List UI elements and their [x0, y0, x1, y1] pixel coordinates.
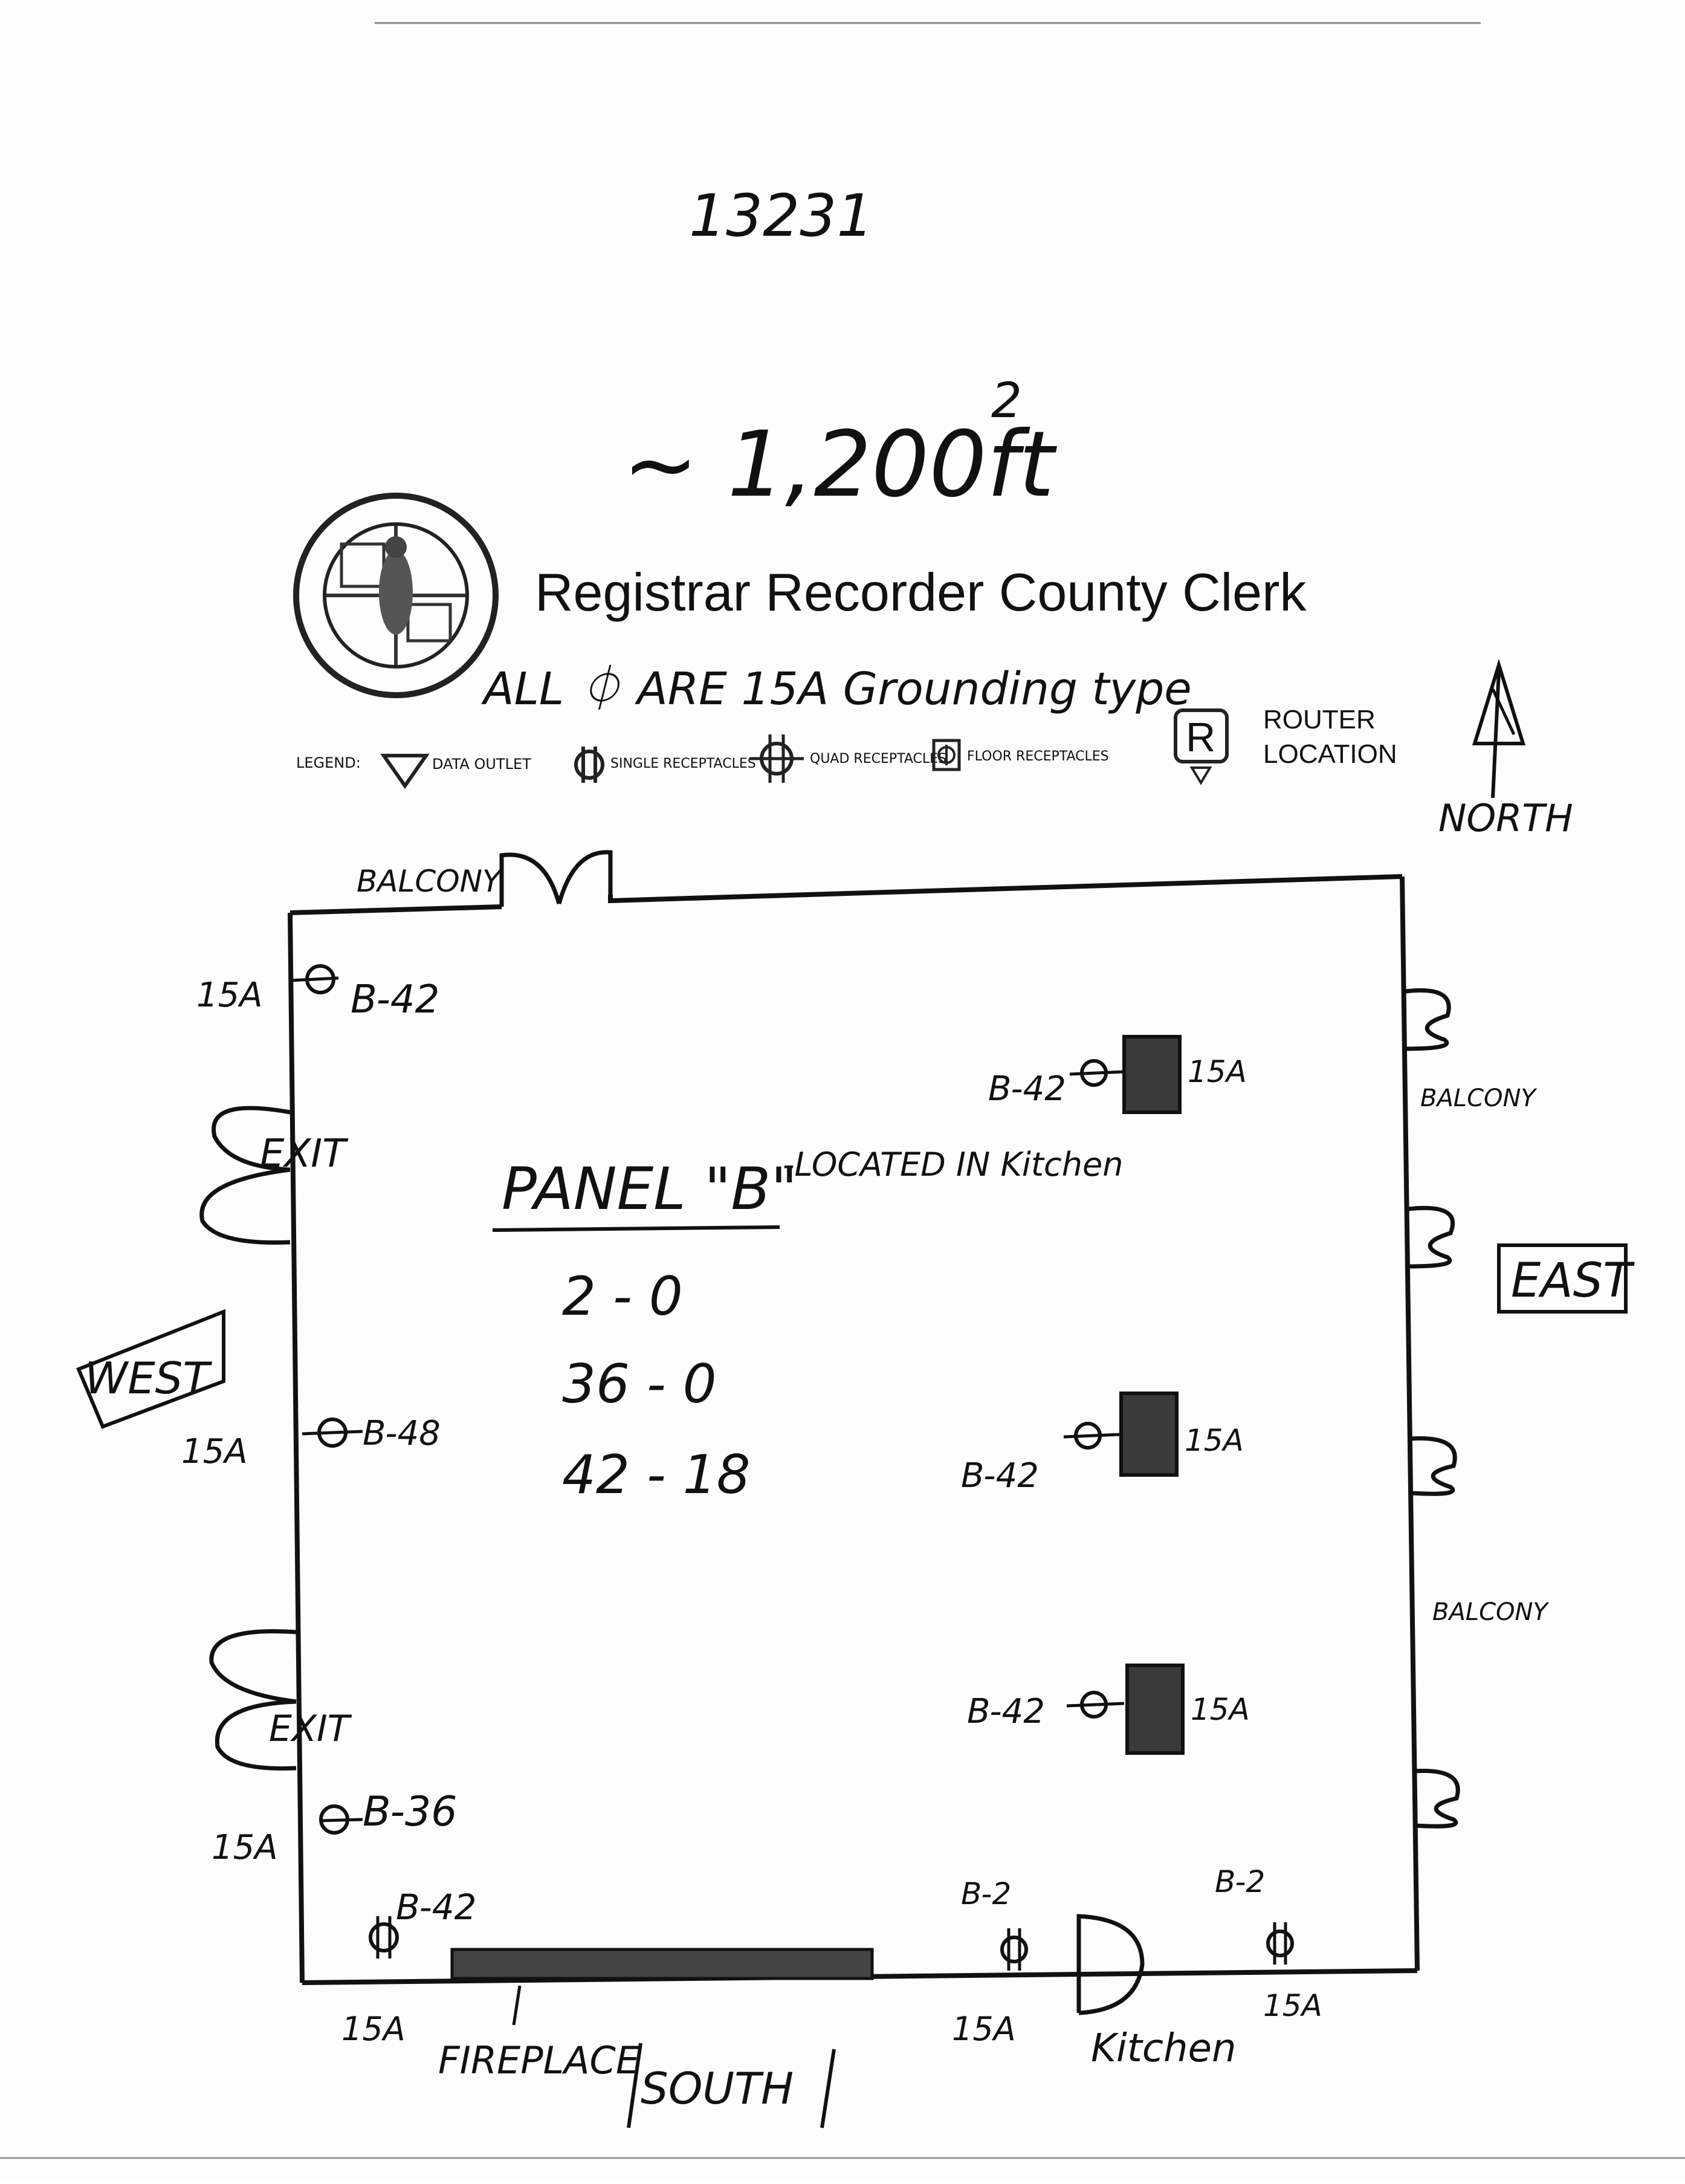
outlet-west-2: 15A B-48 — [181, 1414, 441, 1471]
kitchen-label: Kitchen — [1091, 2026, 1237, 2071]
west-label: WEST — [85, 1353, 212, 1404]
router-icon: R — [1174, 708, 1229, 785]
outlet-south-2-circuit: B-2 — [961, 1876, 1011, 1911]
outlet-west-3: 15A B-36 — [212, 1788, 458, 1867]
document-number: 13231 — [689, 182, 873, 250]
outlet-east-3-amp: 15A — [1191, 1692, 1250, 1727]
balcony-door-east — [1405, 988, 1460, 1829]
area-exponent: 2 — [991, 372, 1022, 429]
outlet-east-1: B-42 15A — [988, 1035, 1247, 1114]
outlet-south-3-circuit: B-2 — [1215, 1864, 1265, 1899]
outlet-west-2-circuit: B-48 — [363, 1414, 441, 1453]
county-seal-logo — [293, 493, 499, 698]
outlet-east-3-circuit: B-42 — [967, 1692, 1045, 1731]
legend-quad-receptacles: QUAD RECEPTACLES — [810, 751, 946, 766]
legend-floor-receptacles: FLOOR RECEPTACLES — [967, 749, 1109, 764]
single-receptacle-icon — [369, 1916, 399, 1959]
exit-label-1: EXIT — [260, 1132, 349, 1176]
north-label: NORTH — [1438, 796, 1573, 840]
outlet-south-1-amp: 15A — [341, 2010, 406, 2048]
floor-receptacle-box — [1122, 1035, 1182, 1114]
outlet-south-1: B-42 15A — [341, 1887, 477, 2048]
quad-receptacle-icon — [749, 734, 804, 783]
outlet-east-3: B-42 15A — [967, 1664, 1250, 1755]
receptacle-note: ALL ⏀ ARE 15A Grounding type — [481, 663, 1192, 715]
floor-receptacle-box — [1125, 1664, 1185, 1755]
outlet-east-2-circuit: B-42 — [961, 1456, 1039, 1495]
panel-row-1: 2 - 0 — [562, 1265, 683, 1327]
balcony-east-label-1: BALCONY — [1420, 1084, 1538, 1112]
fireplace-hearth — [450, 1948, 874, 1980]
building-walls — [288, 874, 1420, 1985]
kitchen-door — [1076, 1914, 1145, 2015]
panel-row-2: 36 - 0 — [562, 1353, 717, 1415]
west-label-box — [76, 1309, 225, 1429]
floor-receptacle-box — [1119, 1392, 1179, 1477]
outlet-west-1: 15A B-42 — [196, 964, 439, 1022]
outlet-west-3-amp: 15A — [212, 1828, 278, 1867]
page-title: Registrar Recorder County Clerk — [535, 562, 1307, 622]
outlet-east-1-circuit: B-42 — [988, 1069, 1066, 1109]
fireplace-label: FIREPLACE — [438, 2038, 640, 2082]
fireplace-leader — [512, 1985, 522, 2026]
legend-data-outlet: DATA OUTLET — [432, 756, 531, 773]
legend: LEGEND: DATA OUTLET SINGLE RECEPTACLES Q… — [296, 705, 1397, 789]
outlet-south-3-amp: 15A — [1263, 1988, 1322, 2023]
east-label-box — [1497, 1243, 1628, 1314]
outlet-south-3: B-2 15A — [1215, 1864, 1322, 2023]
south-label-box — [627, 2043, 836, 2128]
outlet-south-1-circuit: B-42 — [396, 1887, 477, 1928]
exit-door-west-2 — [209, 1629, 297, 1771]
legend-label: LEGEND: — [296, 754, 361, 771]
north-arrow-icon — [1472, 658, 1526, 799]
outlet-east-2-amp: 15A — [1185, 1423, 1244, 1458]
area-note: ~ 1,200ft — [623, 412, 1058, 517]
single-receptacle-icon — [574, 747, 604, 783]
outlet-west-3-circuit: B-36 — [363, 1788, 458, 1836]
outlet-west-1-amp: 15A — [196, 976, 263, 1015]
panel-title-underline — [492, 1225, 780, 1232]
single-receptacle-icon — [1266, 1922, 1294, 1965]
floor-receptacle-icon — [932, 739, 961, 771]
panel-title: PANEL "B" — [502, 1155, 797, 1223]
router-symbol: R — [1186, 714, 1215, 760]
outlet-east-1-amp: 15A — [1188, 1054, 1247, 1089]
exit-label-2: EXIT — [269, 1708, 352, 1750]
balcony-door-top — [499, 850, 613, 907]
outlet-south-2: B-2 15A — [952, 1876, 1028, 2048]
balcony-east-label-2: BALCONY — [1432, 1598, 1550, 1626]
exit-door-west-1 — [199, 1106, 291, 1245]
balcony-top-label: BALCONY — [357, 864, 503, 899]
outlet-west-1-circuit: B-42 — [351, 977, 439, 1022]
legend-router-location-1: ROUTER — [1263, 705, 1376, 734]
south-label: SOUTH — [641, 2063, 794, 2114]
outlet-west-2-amp: 15A — [181, 1432, 248, 1471]
legend-router-location-2: LOCATION — [1263, 739, 1397, 769]
outlet-east-2: B-42 15A — [961, 1392, 1244, 1495]
panel-location: -LOCATED IN Kitchen — [783, 1145, 1123, 1184]
triangle-icon — [380, 754, 430, 789]
legend-single-receptacles: SINGLE RECEPTACLES — [610, 756, 756, 771]
outlet-south-2-amp: 15A — [952, 2010, 1016, 2048]
panel-row-3: 42 - 18 — [562, 1444, 751, 1506]
single-receptacle-icon — [1000, 1928, 1028, 1971]
east-label: EAST — [1511, 1254, 1635, 1308]
